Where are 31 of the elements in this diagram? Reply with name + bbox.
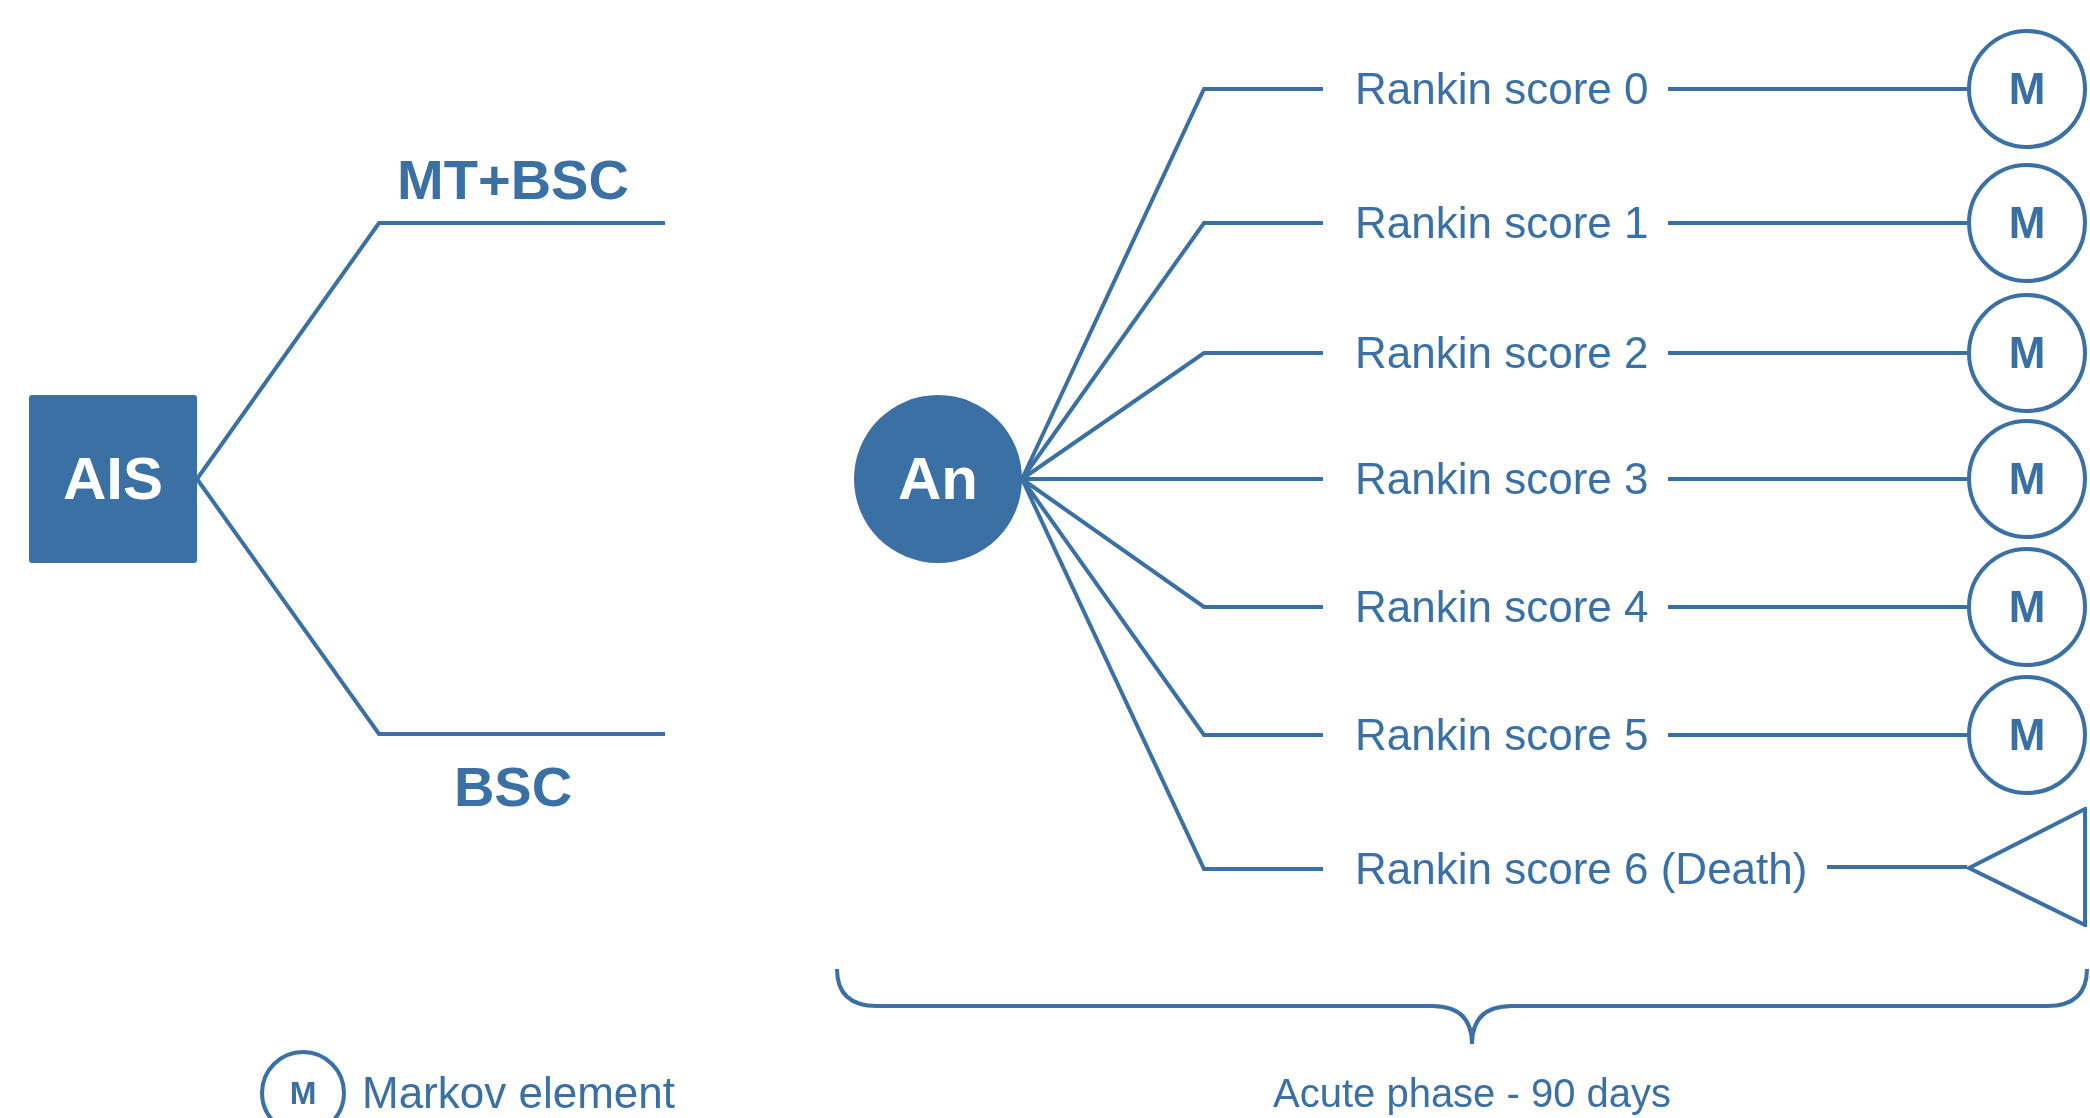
branch-line xyxy=(1668,477,1967,481)
outcome-label: Rankin score 3 xyxy=(1323,449,1669,509)
outcome-label: Rankin score 6 (Death) xyxy=(1323,839,1828,899)
branch-line xyxy=(195,477,665,736)
branch-line xyxy=(1827,865,1967,869)
outcome-label: Rankin score 1 xyxy=(1323,193,1669,253)
outcome-label: Rankin score 4 xyxy=(1323,577,1669,637)
markov-node: M xyxy=(1967,29,2087,149)
edge-label: MT+BSC xyxy=(397,152,629,208)
markov-node: M xyxy=(1967,419,2087,539)
markov-node: M xyxy=(1967,547,2087,667)
branch-line xyxy=(1668,733,1967,737)
outcome-label: Rankin score 0 xyxy=(1323,59,1669,119)
legend-text: Markov element xyxy=(362,1067,675,1118)
chance-node: An xyxy=(854,395,1022,563)
branch-line xyxy=(195,221,665,481)
branch-line xyxy=(1668,87,1967,91)
outcome-label: Rankin score 2 xyxy=(1323,323,1669,383)
branch-line xyxy=(1022,477,1323,481)
outcome-label: Rankin score 5 xyxy=(1323,705,1669,765)
branch-line xyxy=(1668,221,1967,225)
markov-node: M xyxy=(1967,293,2087,413)
branch-line xyxy=(1668,351,1967,355)
terminal-triangle xyxy=(1967,807,2087,927)
phase-label: Acute phase - 90 days xyxy=(1273,1073,1671,1113)
decision-box: AIS xyxy=(29,395,197,563)
markov-node: M xyxy=(1967,163,2087,283)
branch-line xyxy=(1668,605,1967,609)
markov-node: M xyxy=(1967,675,2087,795)
legend-symbol: M xyxy=(260,1050,346,1118)
edge-label: BSC xyxy=(453,759,573,815)
